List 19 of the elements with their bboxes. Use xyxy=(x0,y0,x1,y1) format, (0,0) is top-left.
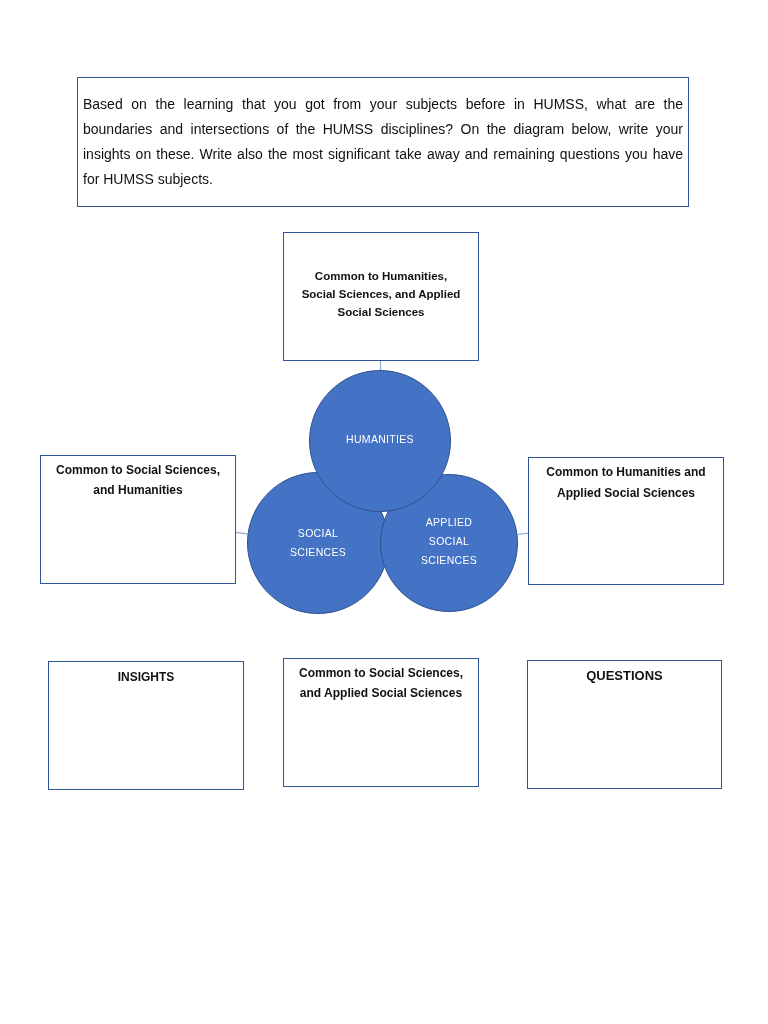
circle-label: HUMANITIES xyxy=(345,431,415,447)
box-heading: Common to Humanities and Applied Social Sciences xyxy=(545,464,707,502)
box-heading: QUESTIONS xyxy=(586,667,663,685)
text-box xyxy=(40,455,236,584)
box-heading: Common to Social Sciences, and Humanities xyxy=(54,462,221,499)
connector-line xyxy=(516,532,529,536)
connector-line xyxy=(235,531,249,535)
instruction-box xyxy=(77,77,689,207)
text-box xyxy=(527,660,722,789)
box-heading: INSIGHTS xyxy=(117,669,175,686)
text-box xyxy=(48,661,244,790)
circle-label: SOCIAL SCIENCES xyxy=(288,526,348,560)
text-box xyxy=(528,457,724,585)
text-box xyxy=(283,658,479,787)
box-heading: Common to Humanities, Social Sciences, and Applied Social Sciences xyxy=(300,269,462,320)
text-box xyxy=(283,232,479,361)
box-heading: Common to Social Sciences, and Applied Social Sciences xyxy=(297,665,464,702)
circle-label: APPLIED SOCIAL SCIENCES xyxy=(419,514,479,568)
instruction-text: Based on the learning that you got from your subjects before in HUMSS, what are the boundaries and intersections of the HUMSS disciplines? On the diagram below, write your insights on these. Write also the most significant take away and remaining questions you have for HUMSS subjects. xyxy=(83,95,683,189)
